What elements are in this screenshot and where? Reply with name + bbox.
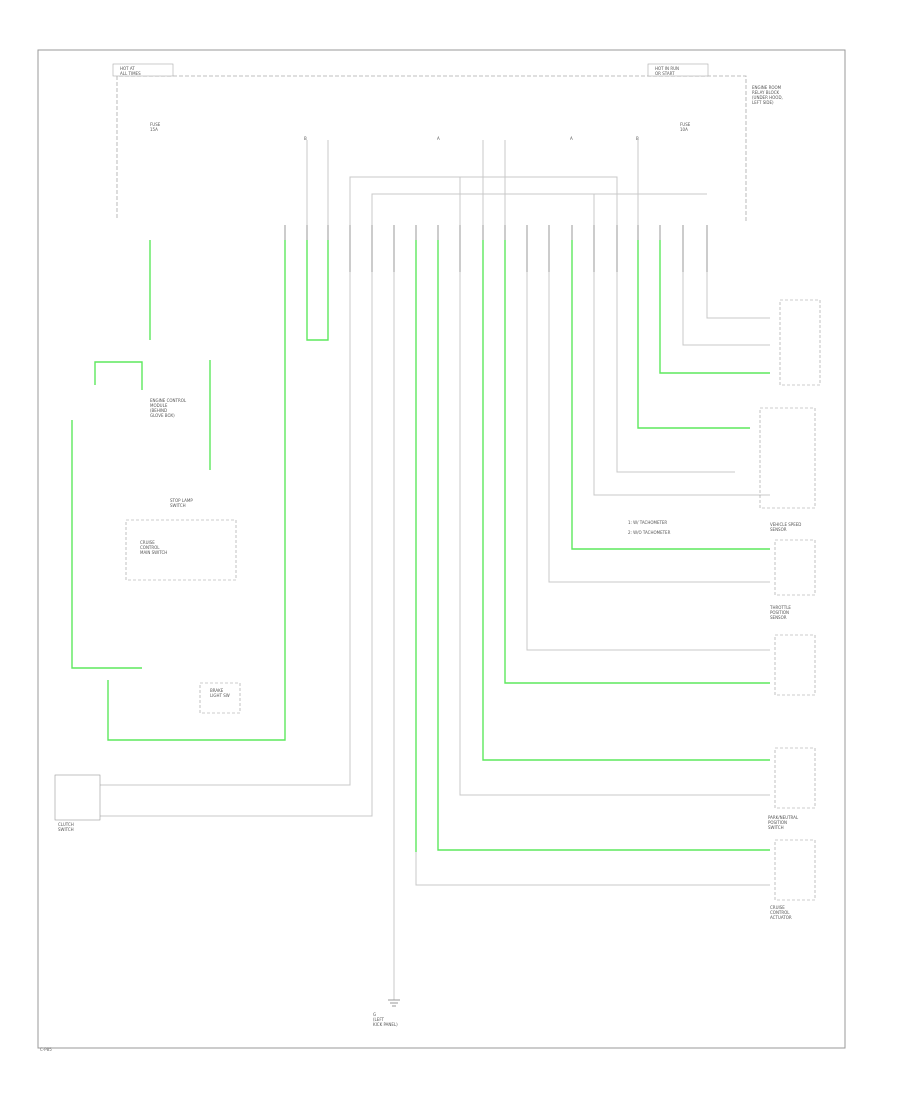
idle-wires (100, 272, 770, 1000)
bus-lines (306, 140, 707, 240)
pin-label-d: B (636, 136, 639, 141)
pin-label-b: A (437, 136, 440, 141)
legend-line-1: 1: W/ TACHOMETER (628, 520, 668, 525)
park-neutral-label: PARK/NEUTRAL POSITION SWITCH (768, 815, 799, 830)
speed-sensor-label: VEHICLE SPEED SENSOR (770, 522, 802, 532)
relay-block-label: ENGINE ROOM RELAY BLOCK (UNDER HOOD, LEF… (752, 85, 783, 105)
pin-label-c: A (570, 136, 573, 141)
hot-at-all-times-label: HOT AT ALL TIMES (120, 66, 141, 76)
cruise-switch-box (125, 519, 237, 581)
connector-pins (284, 225, 708, 272)
active-wires (71, 240, 770, 852)
cruise-main-switch-label: CRUISE CONTROL MAIN SWITCH (140, 540, 168, 555)
diagram-footer-code: C-P85 (40, 1047, 52, 1052)
component-boxes (759, 299, 821, 901)
fuse-left-label: FUSE 15A (150, 122, 161, 132)
fuse-box-outline (116, 75, 747, 222)
hot-at-all-times-box (112, 63, 174, 77)
brake-switch-label: BRAKE LIGHT SW (210, 688, 230, 698)
clutch-switch-box (54, 774, 101, 821)
hot-in-run-label: HOT IN RUN OR START (655, 66, 680, 76)
stop-lamp-switch-label: STOP LAMP SWITCH (170, 498, 193, 508)
throttle-sensor-label: THROTTLE POSITION SENSOR (770, 605, 791, 620)
legend-line-2: 2: W/O TACHOMETER (628, 530, 671, 535)
ground-label: G (LEFT KICK PANEL) (373, 1012, 398, 1027)
brake-switch-box (199, 682, 241, 714)
clutch-switch-label: CLUTCH SWITCH (58, 822, 74, 832)
pin-label-a: B (304, 136, 307, 141)
hot-in-run-box (647, 63, 709, 77)
actuator-label: CRUISE CONTROL ACTUATOR (770, 905, 792, 920)
outer-frame (37, 49, 846, 1049)
ground-symbol (388, 999, 400, 1007)
ecm-note: ENGINE CONTROL MODULE (BEHIND GLOVE BOX) (150, 398, 187, 418)
fuse-right-label: FUSE 10A (680, 122, 691, 132)
